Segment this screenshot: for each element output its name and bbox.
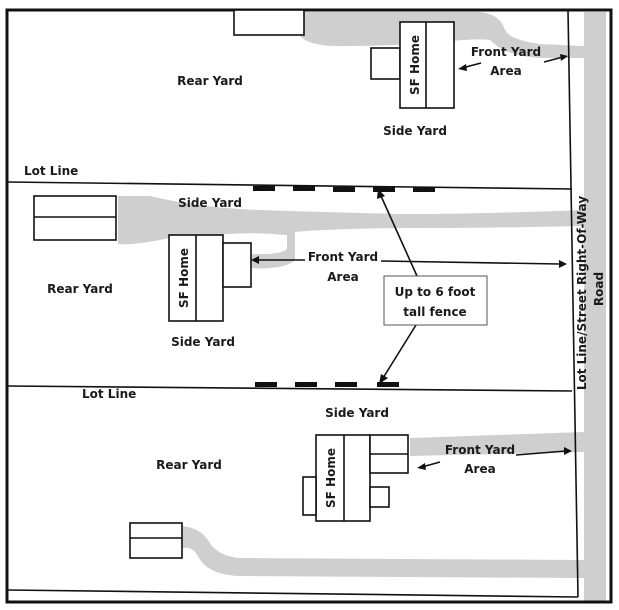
home-bottom <box>315 434 371 522</box>
lot-line-bottom-edge <box>6 589 579 598</box>
lot-line-top <box>6 181 573 190</box>
fence-bottom <box>255 382 399 387</box>
rear-yard-bottom: Rear Yard <box>156 458 222 472</box>
porch-bottom <box>369 486 390 508</box>
garage-top <box>370 47 401 80</box>
side-yard-bottom: Side Yard <box>325 406 389 420</box>
shed-top <box>233 9 305 36</box>
home-middle-label: SF Home <box>177 248 191 308</box>
front-yard-bottom: Front Yard <box>445 443 515 457</box>
road-label: Road <box>592 272 606 306</box>
arrow-front-middle-right <box>380 260 567 268</box>
lot-line-label-middle: Lot Line <box>82 387 136 401</box>
fence-callout-box <box>383 275 488 326</box>
home-top <box>399 21 455 109</box>
page-border <box>5 8 613 604</box>
front-yard-middle: Front Yard <box>308 250 378 264</box>
arrow-front-bottom-right <box>515 447 572 456</box>
rear-yard-top: Rear Yard <box>177 74 243 88</box>
arrow-fence-down <box>379 324 417 384</box>
street-row-label: Lot Line/Street Right-Of-Way <box>575 196 589 391</box>
side-yard-middle-bottom: Side Yard <box>171 335 235 349</box>
road-strip <box>584 12 606 602</box>
side-addition-bottom <box>302 476 317 516</box>
arrow-front-bottom-left <box>417 461 441 470</box>
shed-bottom <box>129 522 183 559</box>
driveway-bottom-front <box>410 432 584 456</box>
driveway-middle <box>118 196 584 269</box>
garage-middle <box>222 242 252 288</box>
fence-callout-line1: Up to 6 foot <box>395 285 476 299</box>
driveway-bottom-rear <box>182 526 584 578</box>
fence-top <box>253 186 435 192</box>
arrow-fence-up <box>377 189 418 277</box>
fence-callout-line2: tall fence <box>403 305 466 319</box>
arrow-front-top-right <box>543 54 568 63</box>
front-area-top: Area <box>490 64 521 78</box>
side-yard-top: Side Yard <box>383 124 447 138</box>
lot-line-bottom <box>6 385 573 392</box>
lot-line-label-top: Lot Line <box>24 164 78 178</box>
home-top-label: SF Home <box>408 35 422 95</box>
arrow-front-middle-left <box>251 256 305 264</box>
rear-yard-middle: Rear Yard <box>47 282 113 296</box>
street-row-line <box>567 9 579 598</box>
shed-middle <box>33 195 117 241</box>
front-yard-top: Front Yard <box>471 45 541 59</box>
front-area-middle: Area <box>327 270 358 284</box>
home-bottom-label: SF Home <box>324 448 338 508</box>
front-area-bottom: Area <box>464 462 495 476</box>
arrow-front-top-left <box>458 62 482 71</box>
side-yard-middle-top: Side Yard <box>178 196 242 210</box>
